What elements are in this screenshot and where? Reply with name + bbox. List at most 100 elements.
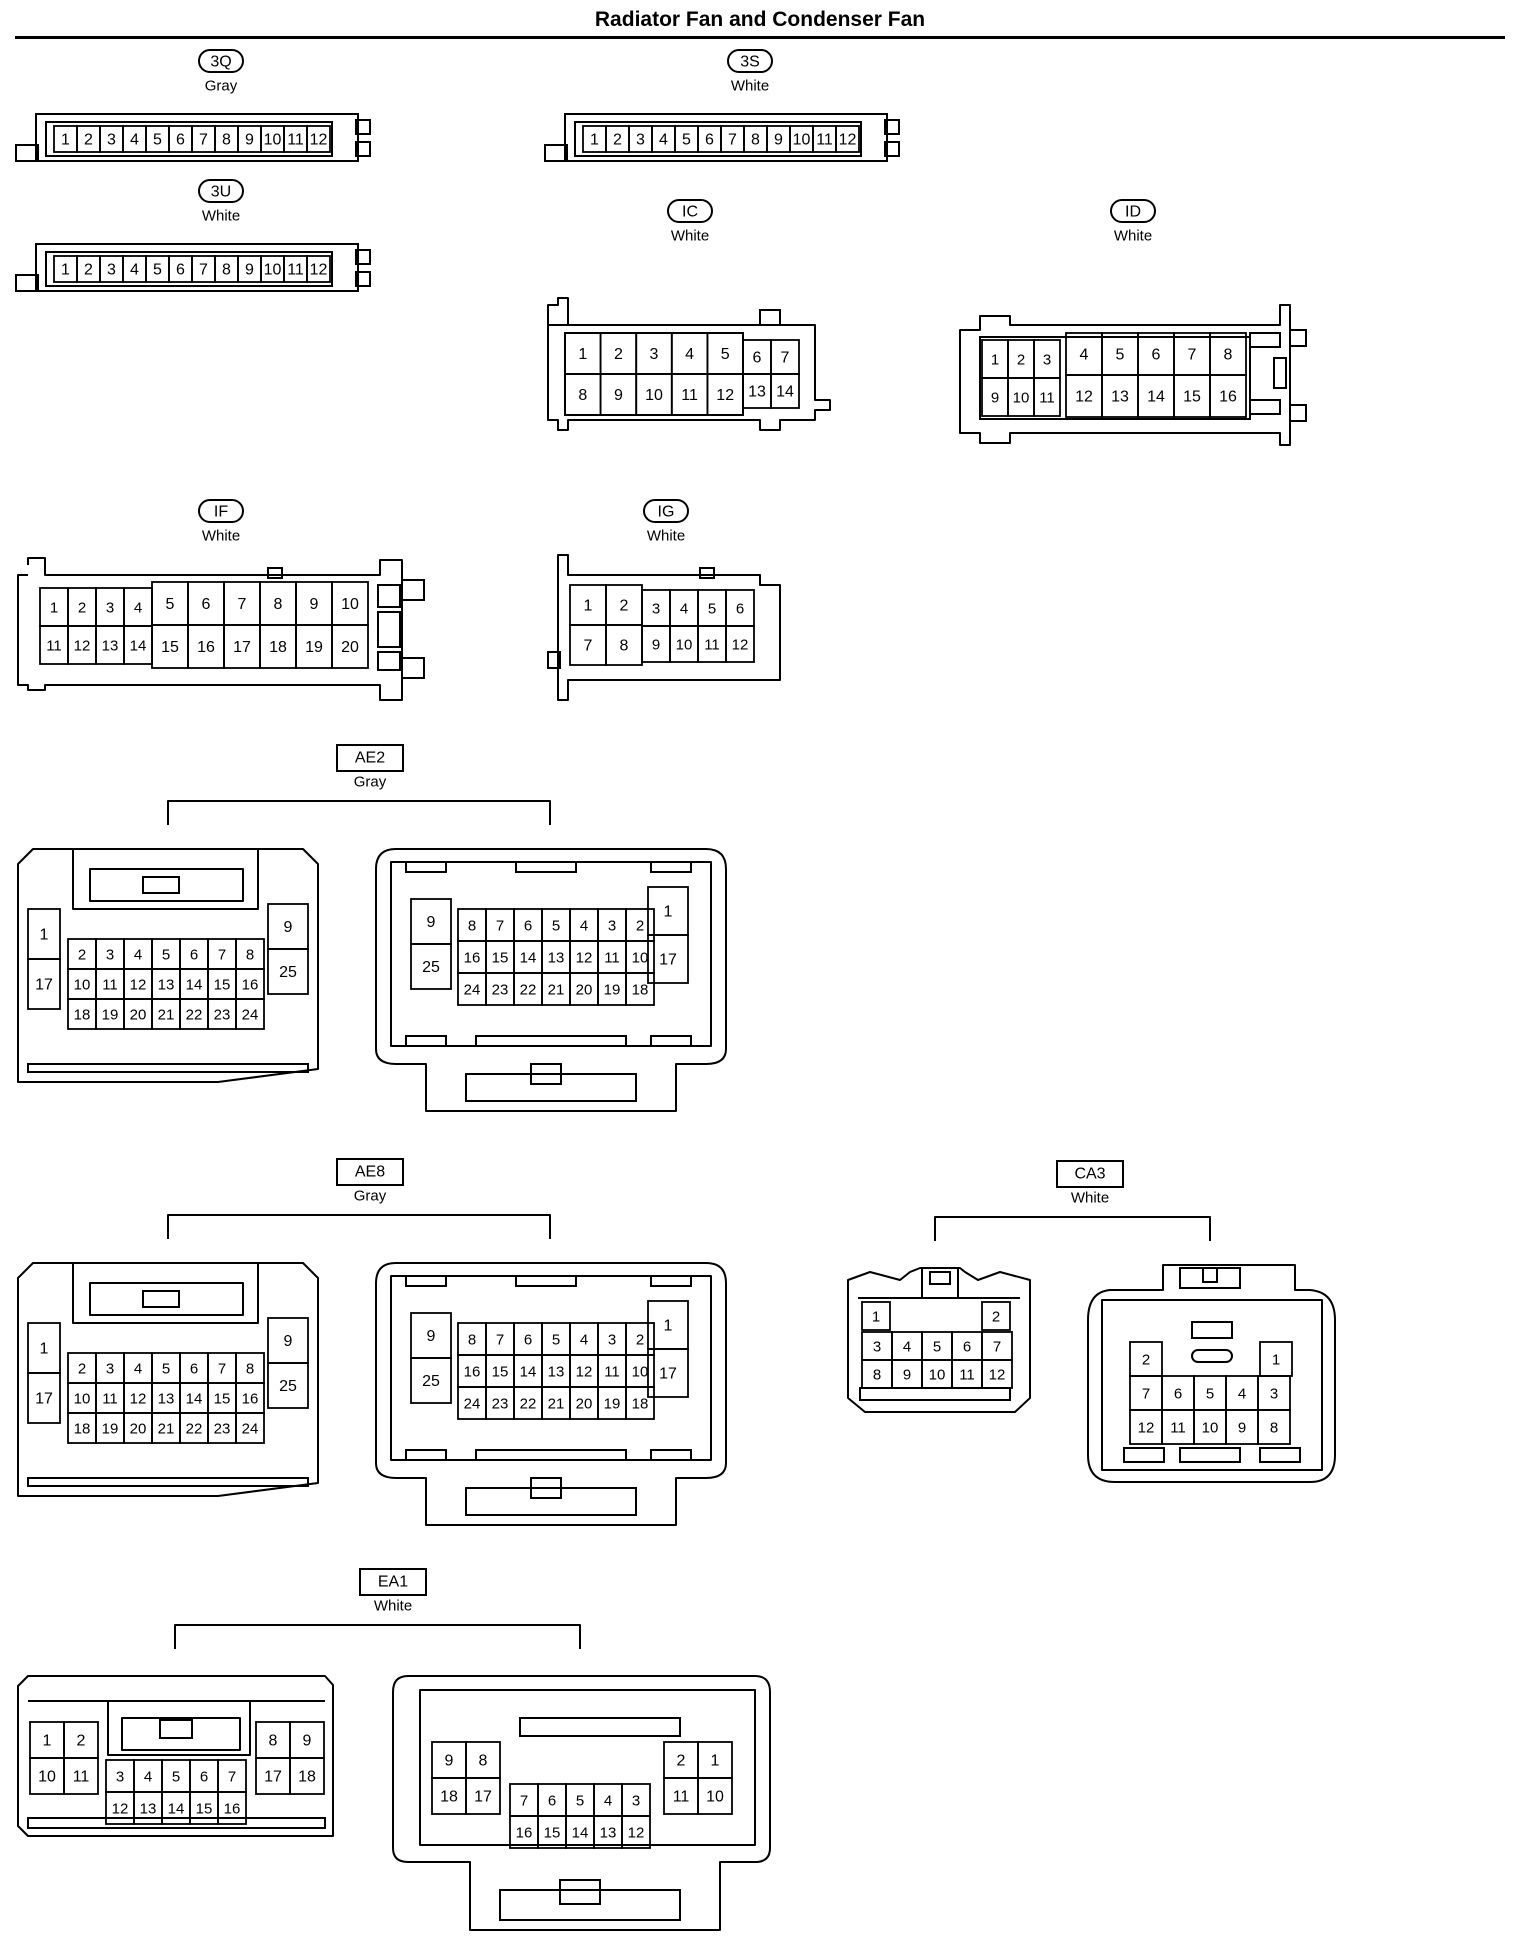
pin-label: 15: [492, 1364, 509, 1381]
pin-label: 4: [903, 1339, 911, 1356]
connector-body: [557, 554, 781, 701]
pin-label: 2: [78, 600, 86, 617]
pin-label: 8: [479, 1753, 488, 1770]
pin-label: 13: [158, 977, 175, 994]
pin-label: 7: [218, 947, 226, 964]
pin-cell: [861, 1301, 891, 1331]
pin-label: 9: [903, 1367, 911, 1384]
pin-label: 16: [464, 1364, 481, 1381]
pin-label: 6: [548, 1793, 556, 1810]
pin-label: 6: [524, 918, 532, 935]
pin-label: 24: [464, 982, 481, 999]
latch-right-top: [1289, 329, 1307, 347]
pin-cell: [1209, 374, 1247, 418]
pin-label: 3: [608, 918, 616, 935]
pin-label: 3: [1043, 352, 1051, 369]
pin-label: 13: [1111, 389, 1129, 406]
pin-label: 5: [576, 1793, 584, 1810]
pin-label: 20: [576, 982, 593, 999]
pin-cell: [647, 1348, 689, 1398]
connector-color: Gray: [205, 78, 238, 95]
connector-id-badge: [198, 49, 244, 73]
pin-label: 6: [1174, 1386, 1182, 1403]
pin-label: 1: [61, 262, 70, 279]
pin-label: 8: [246, 947, 254, 964]
pin-label: 10: [632, 950, 649, 967]
connector-id: 3Q: [210, 54, 231, 71]
pin-label: 18: [298, 1769, 316, 1786]
pin-label: 2: [1017, 352, 1025, 369]
pin-label: 10: [793, 132, 811, 149]
lock-slot-bottom: [377, 651, 401, 671]
pin-label: 13: [600, 1825, 617, 1842]
pin-label: 10: [264, 262, 282, 279]
connector-color: White: [647, 528, 685, 545]
pin-label: 19: [305, 639, 323, 656]
pin-label: 5: [162, 947, 170, 964]
key-slot: [405, 861, 447, 873]
pin-label: 4: [134, 1361, 142, 1378]
pin-label: 12: [310, 132, 328, 149]
pin-label: 11: [959, 1367, 975, 1384]
pin-label: 5: [1116, 347, 1125, 364]
pin-label: 4: [604, 1793, 612, 1810]
latch-tab: [530, 1063, 562, 1085]
pin-label: 16: [1219, 389, 1237, 406]
pin-cell: [63, 1757, 99, 1795]
connector-bracket: [167, 1214, 551, 1239]
pin-label: 13: [140, 1801, 157, 1818]
pin-label: 21: [158, 1007, 175, 1024]
latch-left: [547, 651, 561, 669]
pin-label: 22: [186, 1421, 203, 1438]
pin-label: 24: [242, 1421, 259, 1438]
pin-label: 2: [84, 132, 93, 149]
connector-id-badge: [667, 199, 713, 223]
latch-frame: [465, 1073, 637, 1102]
key-slot: [650, 1035, 692, 1047]
pin-label: 3: [873, 1339, 881, 1356]
pin-label: 19: [102, 1007, 119, 1024]
lock-window: [121, 1717, 241, 1751]
pin-label: 1: [991, 352, 999, 369]
pin-label: 15: [214, 1391, 231, 1408]
pin-label: 5: [933, 1339, 941, 1356]
pin-label: 14: [572, 1825, 589, 1842]
connector-id-badge: [727, 49, 773, 73]
pin-label: 16: [464, 950, 481, 967]
lock-frame: [107, 1701, 251, 1756]
latch-left: [15, 274, 39, 292]
lock-tab: [142, 1290, 180, 1308]
lock-window: [89, 1282, 244, 1316]
lock-slot-mid: [377, 611, 401, 648]
pin-label: 1: [872, 1309, 880, 1326]
pin-label: 7: [584, 638, 593, 655]
face-outline: [419, 1689, 756, 1846]
pin-label: 25: [422, 959, 440, 976]
latch-right-top: [355, 119, 371, 135]
face-outline: [390, 861, 712, 1047]
pin-label: 16: [242, 977, 259, 994]
key-slot: [1259, 1447, 1301, 1463]
pin-label: 9: [303, 1733, 312, 1750]
connector-id: 3U: [211, 184, 231, 201]
pin-label: 4: [134, 600, 142, 617]
base-rail: [27, 1477, 309, 1487]
connector-color: Gray: [354, 774, 387, 791]
pin-label: 13: [102, 638, 119, 655]
pin-label: 11: [816, 132, 833, 149]
pin-label: 1: [61, 132, 70, 149]
pin-cell: [306, 125, 331, 153]
key-slot: [405, 1275, 447, 1287]
pin-label: 2: [992, 1309, 1000, 1326]
lock-slot-top: [377, 584, 401, 608]
face-outline: [1101, 1299, 1323, 1471]
pin-label: 15: [214, 977, 231, 994]
pin-label: 3: [107, 132, 116, 149]
pin-label: 10: [706, 1789, 724, 1806]
lock-frame: [72, 849, 259, 910]
pin-label: 2: [620, 598, 629, 615]
connector-color: White: [731, 78, 769, 95]
latch-right-bottom: [355, 271, 371, 287]
